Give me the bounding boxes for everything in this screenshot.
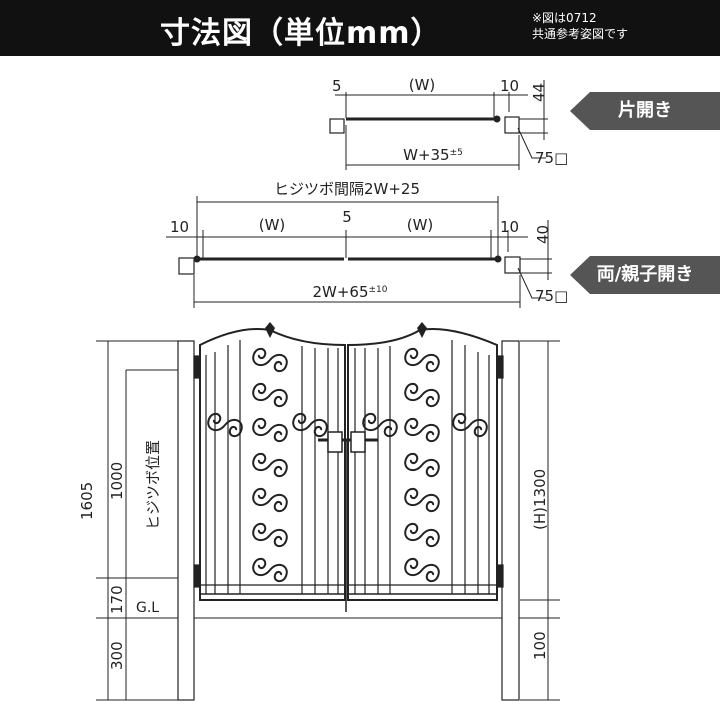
elevation-hinge-height: 1000 [108, 462, 126, 500]
double-center-gap: 5 [342, 208, 352, 226]
double-right-offset: 10 [500, 218, 519, 236]
single-depth: 44 [530, 83, 548, 102]
single-overall: W+35±5 [403, 146, 463, 164]
double-overall-tolerance: ±10 [369, 285, 388, 295]
header-bar: 寸法図（単位mm） ※図は0712 共通参考姿図です [0, 0, 720, 56]
double-hinge-pitch: ヒジツボ間隔2W+25 [274, 180, 420, 198]
elevation-bottom-hinge: 170 [108, 585, 126, 614]
single-post-size: 75□ [535, 149, 568, 167]
elevation-ground-label: G.L [136, 600, 159, 616]
double-swing-plan [166, 196, 552, 308]
elevation-total-height: 1605 [78, 482, 96, 520]
scroll-ornaments [207, 322, 488, 583]
note-line-1: ※図は0712 [532, 11, 597, 25]
single-left-offset: 5 [332, 77, 342, 95]
double-overall-value: 2W+65 [312, 283, 368, 301]
left-post [177, 340, 195, 701]
single-right-offset: 10 [500, 77, 519, 95]
single-overall-value: W+35 [403, 146, 450, 164]
double-post-size: 75□ [535, 287, 568, 305]
note-line-2: 共通参考姿図です [532, 27, 629, 41]
page-title: 寸法図（単位mm） [160, 16, 442, 51]
elevation-embed-depth: 300 [108, 641, 126, 670]
tag-double-swing: 両/親子開き [570, 256, 720, 294]
right-post [501, 340, 520, 701]
double-left-width: (W) [259, 216, 286, 234]
single-width: (W) [409, 76, 436, 94]
tag-single-swing: 片開き [570, 92, 720, 130]
double-left-offset: 10 [170, 218, 189, 236]
double-right-width: (W) [407, 216, 434, 234]
reference-note: ※図は0712 共通参考姿図です [532, 10, 628, 42]
elevation-ground-clearance: 100 [531, 631, 549, 660]
double-overall: 2W+65±10 [312, 283, 387, 301]
elevation-hinge-position-label: ヒジツボ位置 [144, 440, 162, 530]
gate-elevation [177, 328, 520, 701]
single-swing-plan [329, 80, 548, 170]
elevation-gate-height: (H)1300 [531, 469, 549, 530]
left-gate-leaf [199, 328, 346, 601]
double-depth: 40 [534, 225, 552, 244]
single-overall-tolerance: ±5 [450, 148, 463, 158]
